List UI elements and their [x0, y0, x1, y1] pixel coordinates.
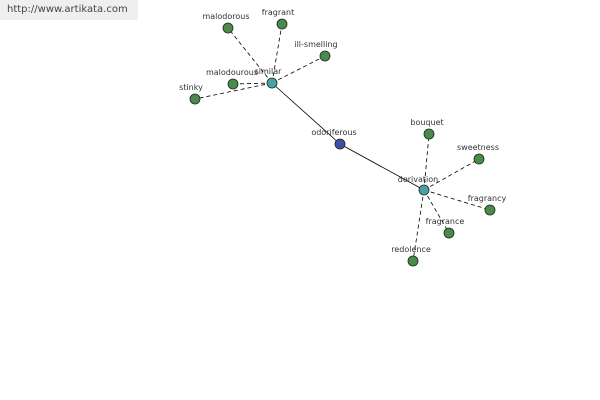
node-label-fragrance: fragrance: [426, 217, 465, 226]
edge-similar-stinky: [194, 82, 273, 100]
edge-derivation-redolence: [412, 189, 425, 262]
graph-nodes: [189, 18, 496, 267]
node-label-bouquet: bouquet: [410, 118, 443, 127]
node-label-redolence: redolence: [391, 245, 431, 254]
node-label-derivation: derivation: [398, 175, 438, 184]
edge-derivation-sweetness: [423, 158, 480, 191]
node-malodorous[interactable]: [222, 22, 234, 34]
node-redolence[interactable]: [407, 255, 419, 267]
edge-similar-fragrant: [271, 23, 283, 84]
node-label-malodorous: malodorous: [202, 12, 249, 21]
node-label-fragrant: fragrant: [262, 8, 294, 17]
source-url-banner[interactable]: http://www.artikata.com: [0, 0, 138, 20]
edge-odoriferous-similar: [271, 82, 341, 145]
edge-similar-ill-smelling: [271, 55, 326, 84]
node-derivation[interactable]: [418, 184, 430, 196]
node-fragrance[interactable]: [443, 227, 455, 239]
node-odoriferous[interactable]: [334, 138, 346, 150]
node-label-stinky: stinky: [179, 83, 203, 92]
edge-similar-malodourous: [232, 82, 273, 85]
node-bouquet[interactable]: [423, 128, 435, 140]
node-label-fragrancy: fragrancy: [468, 194, 507, 203]
edge-similar-malodorous: [227, 27, 273, 84]
node-similar[interactable]: [266, 77, 278, 89]
graph-labels: odoriferous similar derivation malodorous fr…: [179, 8, 506, 254]
node-sweetness[interactable]: [473, 153, 485, 165]
edge-odoriferous-derivation: [339, 143, 425, 191]
node-label-odoriferous: odoriferous: [311, 128, 356, 137]
node-stinky[interactable]: [189, 93, 201, 105]
graph-edges: [194, 23, 491, 262]
edge-derivation-bouquet: [423, 133, 430, 191]
node-fragrancy[interactable]: [484, 204, 496, 216]
node-ill-smelling[interactable]: [319, 50, 331, 62]
edge-derivation-fragrancy: [423, 189, 491, 211]
node-label-malodourous: malodourous: [206, 68, 258, 77]
node-label-sweetness: sweetness: [457, 143, 499, 152]
edge-derivation-fragrance: [423, 189, 450, 234]
node-fragrant[interactable]: [276, 18, 288, 30]
node-malodourous[interactable]: [227, 78, 239, 90]
node-label-similar: similar: [255, 67, 283, 76]
node-label-ill-smelling: ill-smelling: [294, 40, 337, 49]
